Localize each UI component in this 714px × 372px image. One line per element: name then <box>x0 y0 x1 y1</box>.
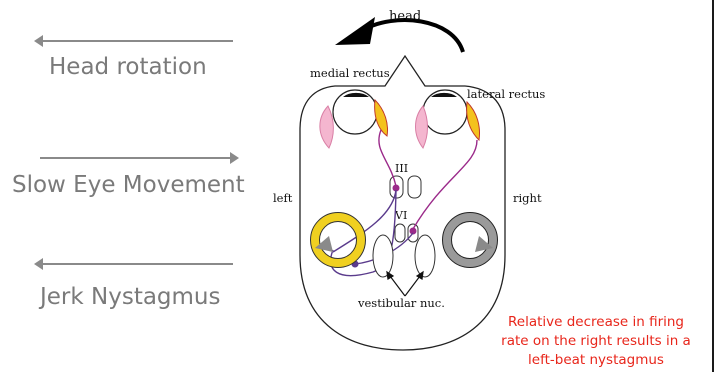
left-label: left <box>273 191 293 205</box>
lateral-rectus-label: lateral rectus <box>467 87 545 101</box>
note-line-1: Relative decrease in firing <box>478 313 714 332</box>
left-abducens-nucleus <box>395 224 405 242</box>
leftward-arrow-jerk <box>40 263 233 265</box>
right-oculomotor-nucleus <box>408 176 421 198</box>
nucleus-iii-label: III <box>395 162 408 175</box>
firing-rate-note: Relative decrease in firing rate on the … <box>478 313 714 370</box>
rightward-arrow-slow-eye <box>40 157 233 159</box>
note-line-3: left-beat nystagmus <box>478 351 714 370</box>
head-label: head <box>389 9 421 24</box>
slow-eye-movement-label: Slow Eye Movement <box>12 172 245 198</box>
head-rotation-label: Head rotation <box>49 54 207 80</box>
right-label: right <box>513 191 542 205</box>
right-vestibular-nucleus <box>415 235 435 277</box>
jerk-nystagmus-label: Jerk Nystagmus <box>40 284 221 310</box>
vestibular-nuc-label: vestibular nuc. <box>357 296 445 310</box>
left-vestibular-nucleus <box>373 235 393 277</box>
note-line-2: rate on the right results in a <box>478 332 714 351</box>
medial-rectus-label: medial rectus <box>310 66 390 80</box>
leftward-arrow-head-rotation <box>40 40 233 42</box>
